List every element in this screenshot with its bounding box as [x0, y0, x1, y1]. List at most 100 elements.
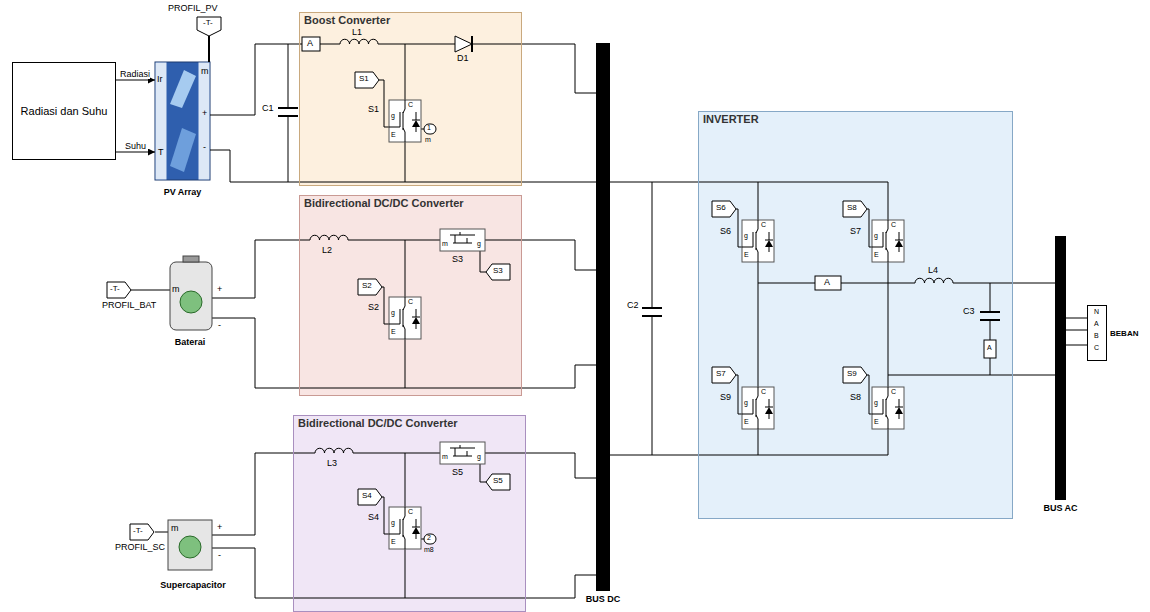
wires — [299, 44, 522, 45]
wires — [131, 44, 1087, 598]
pin-name: g — [744, 232, 748, 240]
components — [180, 291, 202, 313]
region-title: INVERTER — [699, 112, 1012, 126]
part-label: D1 — [457, 53, 469, 63]
pin-name: m8 — [424, 546, 434, 554]
part-label: m — [201, 66, 209, 76]
part-label: + — [202, 108, 207, 118]
components — [130, 524, 154, 540]
pin-name: C — [891, 388, 896, 396]
components — [872, 387, 904, 429]
pin-name: m — [425, 136, 431, 144]
pin-name: g — [391, 519, 395, 527]
components — [872, 220, 904, 262]
part-label: L3 — [327, 458, 337, 468]
components — [712, 367, 736, 383]
part-label: + — [217, 522, 222, 532]
components — [340, 39, 378, 44]
pin-name: C — [408, 508, 413, 516]
pin-name: C — [761, 388, 766, 396]
part-label: S3 — [452, 254, 463, 264]
wire-connector — [610, 182, 698, 183]
components — [742, 387, 774, 429]
region-fills — [299, 195, 522, 396]
part-label: S4 — [368, 512, 379, 522]
components — [984, 340, 996, 358]
wire-connector — [1013, 283, 1055, 284]
components — [471, 36, 473, 52]
node-label: Radiasi dan Suhu — [17, 101, 112, 121]
wire-connector — [1066, 330, 1087, 331]
part-label: PROFIL_SC — [115, 542, 165, 552]
components — [486, 264, 510, 280]
converter-region: Bidirectional DC/DC Converter — [299, 195, 522, 396]
pin-name: C — [891, 221, 896, 229]
components — [742, 220, 774, 262]
part-label: C1 — [262, 103, 274, 113]
pv-array: PV Array — [155, 62, 210, 197]
components — [315, 448, 353, 453]
region-title: Boost Converter — [300, 13, 521, 27]
part-label: - — [218, 550, 221, 560]
components — [107, 282, 131, 298]
pin-name: C — [1094, 344, 1099, 352]
region-fills — [698, 111, 1013, 519]
radiation-block-ground — [12, 62, 116, 160]
part-label: PROFIL_BAT — [102, 300, 156, 310]
input-block: Radiasi dan Suhu — [12, 62, 116, 160]
part-label: - — [203, 142, 206, 152]
pin-name: A — [987, 344, 992, 352]
pin-name: 1 — [427, 124, 431, 132]
pv-array-icon — [199, 63, 210, 180]
part-label: m — [171, 523, 179, 533]
pin-name: g — [874, 232, 878, 240]
part-label: S5 — [452, 467, 463, 477]
wires — [758, 283, 1055, 375]
wire-connector — [522, 44, 596, 93]
edge-label: Suhu — [125, 141, 146, 151]
pin-name: N — [1094, 308, 1099, 316]
part-label: C3 — [963, 306, 975, 316]
node-label: BUS DC — [586, 594, 621, 604]
components — [183, 256, 199, 262]
pin-name: E — [744, 251, 749, 259]
wires — [288, 44, 289, 182]
wires — [210, 150, 596, 182]
wire-connector — [526, 453, 596, 478]
components — [179, 536, 201, 558]
pin-name: g — [391, 112, 395, 120]
components — [358, 279, 382, 295]
wire-connector — [230, 453, 293, 535]
region-fills — [293, 415, 526, 612]
pin-name: g — [744, 399, 748, 407]
components — [440, 442, 485, 464]
components — [389, 507, 421, 549]
components — [355, 72, 379, 88]
part-label: PROFIL_PV — [168, 3, 218, 13]
components — [389, 100, 421, 142]
wire-connector — [215, 240, 299, 298]
pin-name: g — [477, 240, 481, 248]
wires — [299, 240, 522, 388]
part-label: S7 — [850, 226, 861, 236]
components — [915, 278, 953, 283]
part-label: S9 — [720, 392, 731, 402]
signal-tag: S8 — [847, 203, 857, 212]
wires — [155, 532, 596, 598]
wire-connector — [522, 240, 596, 270]
wires — [610, 182, 888, 455]
components — [1087, 305, 1107, 361]
pin-name: g — [391, 309, 395, 317]
pv-array-icon — [208, 36, 210, 62]
pin-name: A — [1094, 320, 1099, 328]
radiation-block-ground — [12, 62, 116, 160]
pin-name: E — [391, 328, 396, 336]
part-label: L4 — [928, 265, 938, 275]
part-label: + — [217, 284, 222, 294]
node-label: BUS AC — [1043, 503, 1077, 513]
components — [440, 229, 485, 251]
dc-bus-bar: BUS DC — [596, 43, 610, 591]
node-label: BEBAN — [1110, 329, 1138, 338]
part-label: A — [824, 277, 830, 287]
